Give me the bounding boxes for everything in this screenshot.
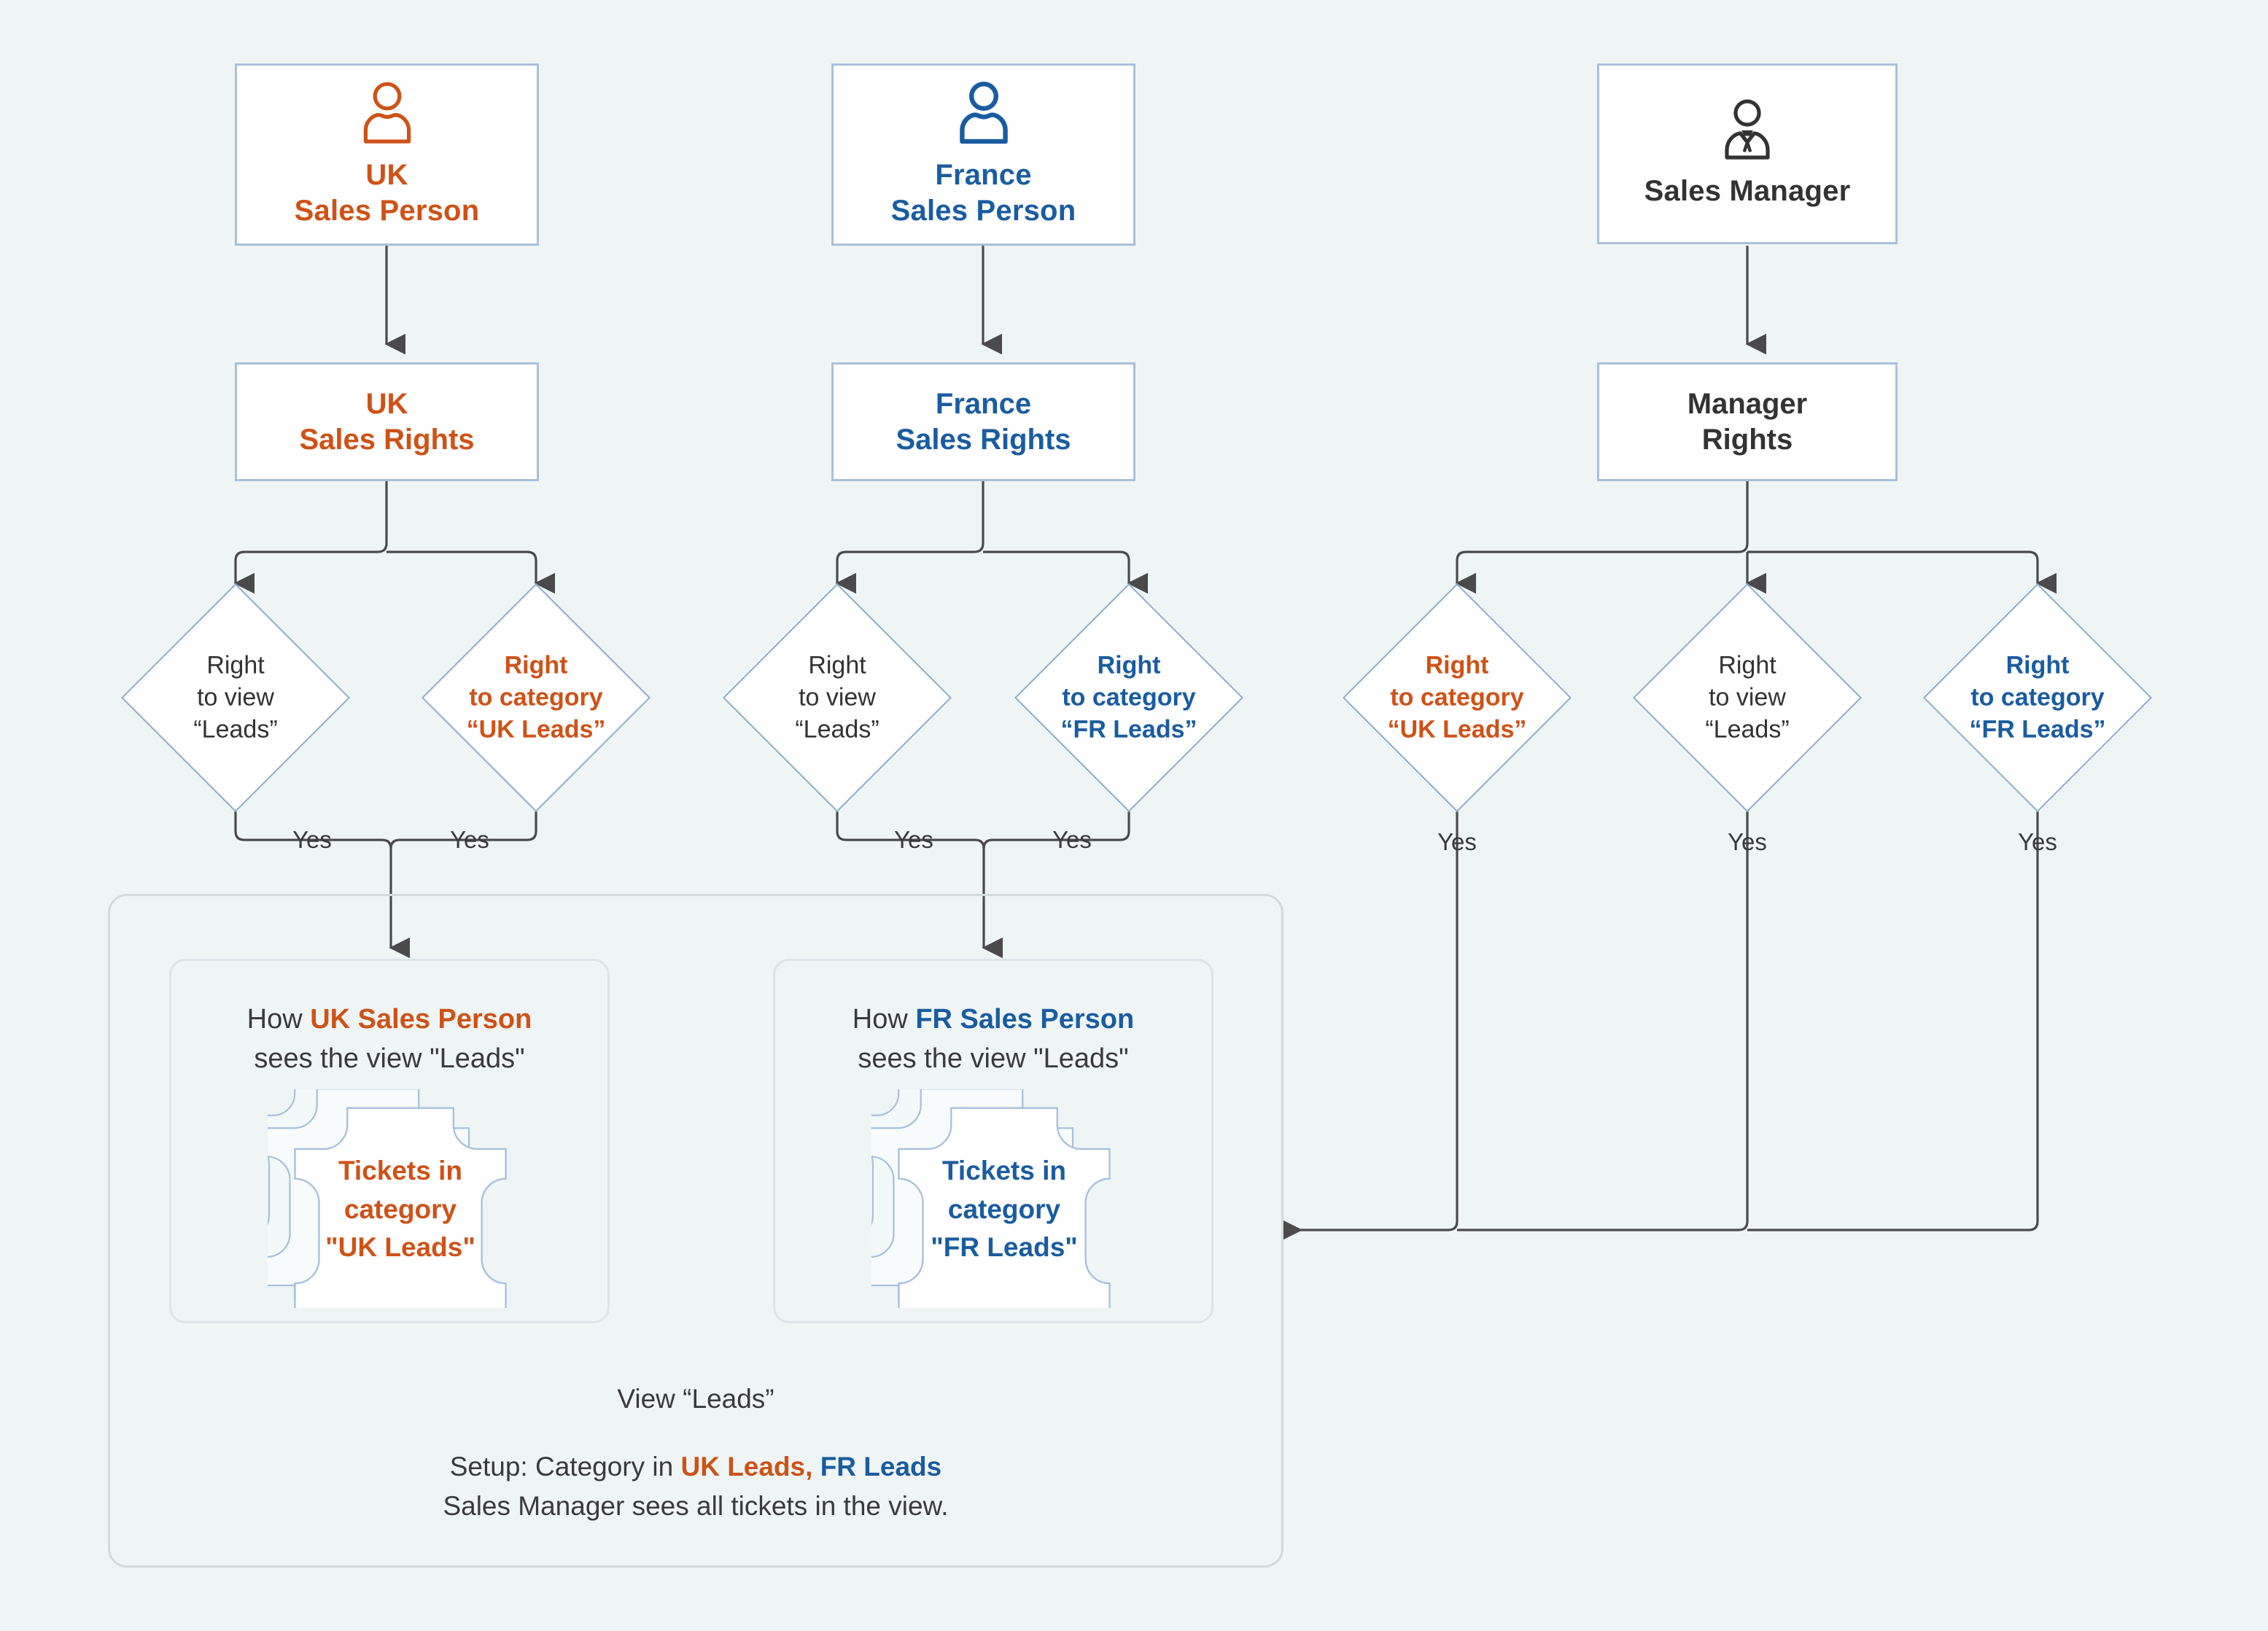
decision-mgr-right-to-category-uk[interactable]: Right to category “UK Leads” xyxy=(1343,583,1572,812)
role-box-uk-sales-person[interactable]: UK Sales Person xyxy=(235,63,539,246)
rights-label: Manager Rights xyxy=(1687,387,1808,456)
decision-mgr-right-to-view[interactable]: Right to view “Leads” xyxy=(1633,583,1862,812)
role-label: UK Sales Person xyxy=(294,158,480,227)
rights-label: France Sales Rights xyxy=(896,387,1071,456)
panel-heading-strong: FR Sales Person xyxy=(915,1004,1135,1035)
view-caption: View “Leads” xyxy=(617,1384,774,1414)
panel-heading-strong: UK Sales Person xyxy=(310,1004,532,1035)
rights-box-uk-sales-rights[interactable]: UK Sales Rights xyxy=(235,362,539,481)
view-leads-container xyxy=(108,894,1283,1568)
person-outline-icon xyxy=(361,81,413,147)
role-label: France Sales Person xyxy=(890,158,1076,227)
rights-label: UK Sales Rights xyxy=(299,387,475,456)
decision-uk-right-to-view[interactable]: Right to view “Leads” xyxy=(121,583,350,812)
connector-mgr-yes-3 xyxy=(1747,811,2039,1231)
edge-label-yes-mgr-view: Yes xyxy=(1728,828,1767,855)
decision-label: Right to view “Leads” xyxy=(1705,651,1790,744)
connector-mgr-rights-split xyxy=(1456,481,1749,580)
setup-prefix: Setup: Category in xyxy=(449,1452,681,1482)
decision-label: Right to view “Leads” xyxy=(193,651,278,744)
setup-uk-leads: UK Leads, xyxy=(680,1452,813,1482)
ticket-stack-fr: Tickets in category "FR Leads" xyxy=(871,1089,1119,1308)
connector-fr-rights-split xyxy=(836,481,985,580)
panel-heading-rest: sees the view "Leads" xyxy=(858,1043,1129,1074)
connector-mgr-yes-2 xyxy=(1457,811,1749,1231)
connector-mgr-yes-1 xyxy=(1283,811,1459,1231)
person-outline-icon xyxy=(958,81,1010,147)
rights-box-france-sales-rights[interactable]: France Sales Rights xyxy=(831,362,1135,481)
panel-heading-prefix: How xyxy=(246,1004,311,1035)
edge-label-yes-uk-view: Yes xyxy=(292,826,332,853)
edge-label-yes-mgr-uk: Yes xyxy=(1437,828,1477,855)
role-box-sales-manager[interactable]: Sales Manager xyxy=(1597,63,1898,244)
decision-fr-right-to-category[interactable]: Right to category “FR Leads” xyxy=(1014,583,1243,812)
decision-fr-right-to-view[interactable]: Right to view “Leads” xyxy=(723,583,952,812)
role-label: Sales Manager xyxy=(1644,175,1851,208)
business-person-icon xyxy=(1721,98,1774,163)
decision-label: Right to category “UK Leads” xyxy=(1387,651,1527,744)
connector-uk-rights-split xyxy=(234,481,388,580)
rights-box-manager-rights[interactable]: Manager Rights xyxy=(1597,362,1898,481)
decision-label: Right to view “Leads” xyxy=(795,651,879,744)
role-box-france-sales-person[interactable]: France Sales Person xyxy=(831,63,1135,246)
setup-line2: Sales Manager sees all tickets in the vi… xyxy=(443,1490,949,1521)
panel-heading: How FR Sales Person sees the view "Leads… xyxy=(775,1000,1211,1079)
decision-label: Right to category “FR Leads” xyxy=(1060,651,1197,744)
setup-fr-leads: FR Leads xyxy=(812,1452,942,1482)
decision-mgr-right-to-category-fr[interactable]: Right to category “FR Leads” xyxy=(1923,583,2152,812)
decision-uk-right-to-category[interactable]: Right to category “UK Leads” xyxy=(422,583,651,812)
decision-label: Right to category “FR Leads” xyxy=(1969,651,2106,744)
ticket-label: Tickets in category "UK Leads" xyxy=(325,1156,475,1263)
panel-heading-rest: sees the view "Leads" xyxy=(254,1043,525,1074)
panel-heading-prefix: How xyxy=(852,1004,916,1035)
edge-label-yes-uk-category: Yes xyxy=(450,826,489,853)
edge-label-yes-fr-view: Yes xyxy=(894,826,933,853)
ticket-shape-front xyxy=(898,1107,1111,1308)
ticket-shape-front xyxy=(294,1107,507,1308)
panel-uk-sales-person-view: How UK Sales Person sees the view "Leads… xyxy=(169,959,610,1323)
view-setup-text: Setup: Category in UK Leads, FR Leads Sa… xyxy=(108,1447,1283,1525)
ticket-stack-uk: Tickets in category "UK Leads" xyxy=(268,1089,516,1308)
decision-label: Right to category “UK Leads” xyxy=(466,651,606,744)
edge-label-yes-mgr-fr: Yes xyxy=(2018,828,2057,855)
ticket-label: Tickets in category "FR Leads" xyxy=(931,1156,1078,1263)
panel-heading: How UK Sales Person sees the view "Leads… xyxy=(171,1000,607,1079)
panel-fr-sales-person-view: How FR Sales Person sees the view "Leads… xyxy=(773,959,1213,1323)
edge-label-yes-fr-category: Yes xyxy=(1052,826,1092,853)
